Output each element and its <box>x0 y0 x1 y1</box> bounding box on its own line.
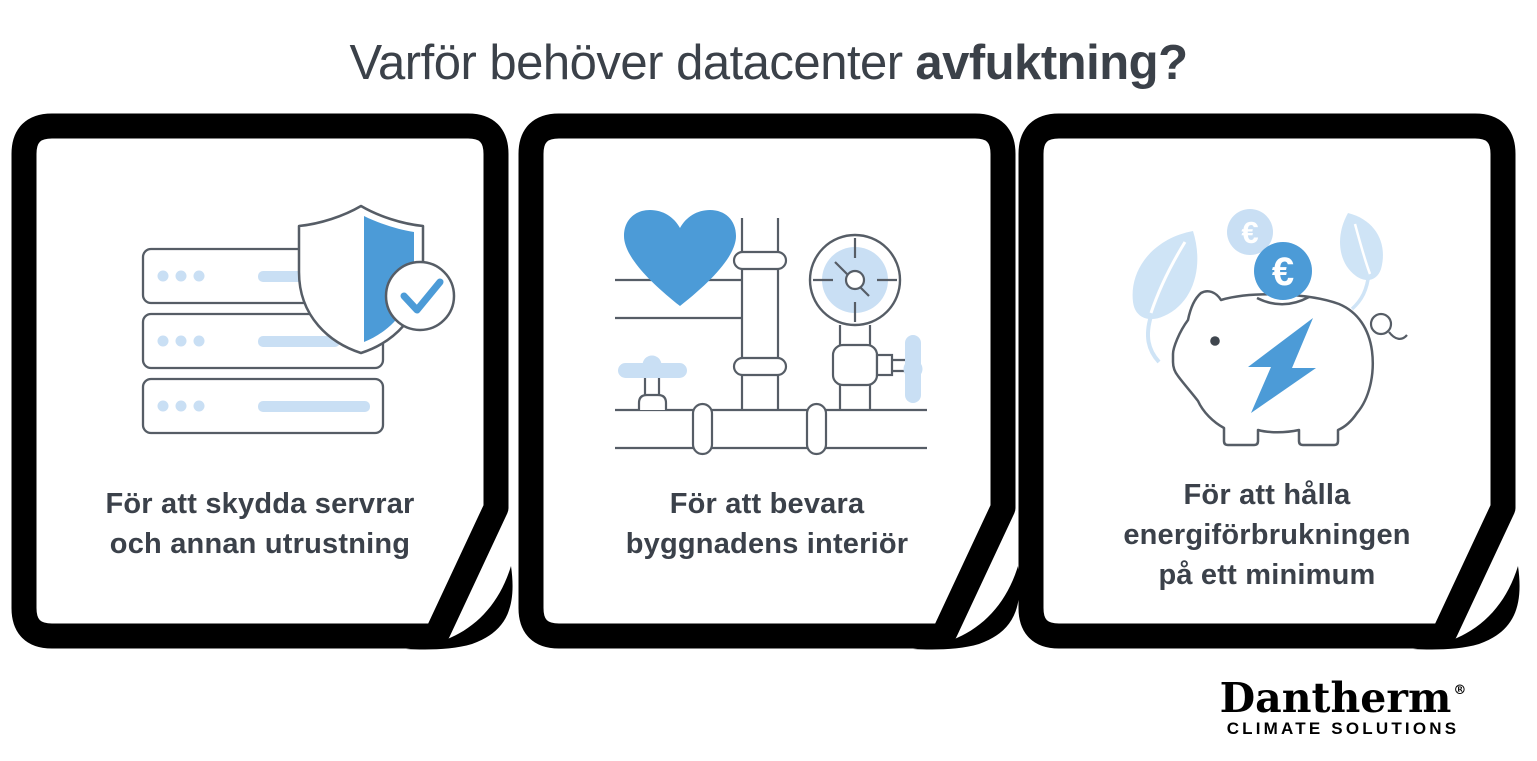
registered-trademark-icon: ® <box>1453 683 1467 698</box>
lightning-bolt-icon <box>1248 318 1316 413</box>
caption-line: För att hålla <box>1183 479 1351 511</box>
leaf-icon <box>1340 213 1383 311</box>
server-leds <box>157 270 370 412</box>
logo-brand-text: Dantherm <box>1219 674 1452 722</box>
pressure-gauge-icon <box>808 233 923 410</box>
page-title-regular: Varför behöver datacenter <box>349 36 903 90</box>
caption-line: För att skydda servrar <box>105 488 415 520</box>
card-caption: För att skydda servrar och annan utrustn… <box>20 484 500 564</box>
caption-line: energiförbrukningen <box>1123 519 1411 551</box>
pig-eye <box>1210 336 1220 346</box>
card-protect-servers-graphic <box>11 113 513 650</box>
leaf-icon <box>1132 231 1198 364</box>
caption-line: För att bevara <box>669 488 865 520</box>
caption-line: på ett minimum <box>1158 559 1376 591</box>
heart-icon <box>624 210 736 306</box>
valve-handle <box>905 335 921 403</box>
svg-text:€: € <box>1241 215 1258 250</box>
folded-corner-curl <box>406 566 513 650</box>
svg-text:€: € <box>1272 250 1294 294</box>
card-caption: För att bevara byggnadens interiör <box>527 484 1007 564</box>
checkmark-icon <box>384 260 456 332</box>
card-minimize-energy: € € För att hålla energiförbrukningen på… <box>1017 110 1537 655</box>
caption-line: och annan utrustning <box>109 528 411 560</box>
card-caption: För att hålla energiförbrukningen på ett… <box>1027 475 1507 595</box>
euro-coin-blue-icon: € <box>1254 242 1312 300</box>
coin-slot <box>1256 295 1310 306</box>
card-preserve-interior-graphic <box>518 113 1020 650</box>
folded-corner-curl <box>1413 566 1520 650</box>
logo-brand: Dantherm® <box>1193 671 1493 719</box>
valve-icon <box>618 355 687 410</box>
folded-corner-curl <box>913 566 1020 650</box>
pig-tail <box>1369 312 1393 336</box>
caption-line: byggnadens interiör <box>625 528 909 560</box>
card-preserve-interior: För att bevara byggnadens interiör <box>517 110 1037 655</box>
dantherm-logo: Dantherm® CLIMATE SOLUTIONS <box>1193 671 1493 739</box>
logo-tagline: CLIMATE SOLUTIONS <box>1226 719 1460 738</box>
pipe-couplings <box>691 250 828 456</box>
euro-coin-light-icon: € <box>1227 209 1273 255</box>
page-title-bold: avfuktning? <box>915 36 1188 90</box>
card-minimize-energy-graphic: € € <box>1018 113 1520 650</box>
card-protect-servers: För att skydda servrar och annan utrustn… <box>10 110 530 655</box>
